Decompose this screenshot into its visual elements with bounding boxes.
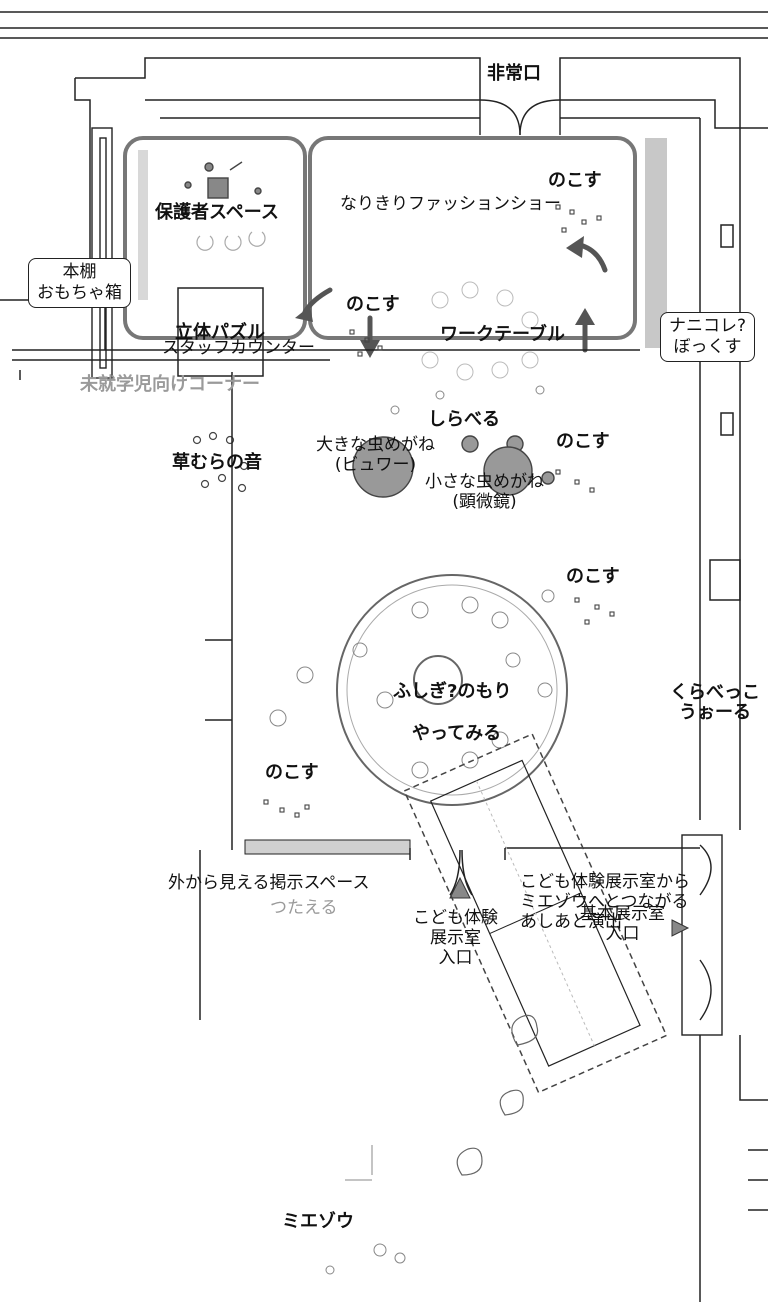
mid-left-walls <box>199 372 233 1020</box>
nokosu-scatter <box>263 204 615 818</box>
fashion-show-label: なりきりファッションショー <box>340 194 561 214</box>
notice-board <box>244 839 411 855</box>
nokosu-label-4: のこす <box>566 566 620 587</box>
forest-seats <box>269 385 555 779</box>
guardian-space-label: 保護者スペース <box>155 202 279 223</box>
main-entrance-marker <box>671 919 690 937</box>
arrow-heads <box>295 236 595 358</box>
outside-board-label: 外から見える掲示スペース <box>168 873 370 893</box>
kids-entrance-label: こども体験 展示室 入口 <box>413 908 498 968</box>
bookshelf-toybox-label: 本棚 おもちゃ箱 <box>28 258 131 308</box>
top-lines <box>0 11 768 39</box>
mystery-forest-label: ふしぎ?のもり <box>393 681 512 702</box>
shiraberu-label: しらべる <box>428 409 500 430</box>
work-table-seats <box>421 281 539 381</box>
left-bookshelf <box>91 127 113 379</box>
kids-entrance-marker <box>449 876 471 899</box>
staff-counter-label: スタッフカウンター <box>162 338 315 358</box>
kurabekko-wall-label: くらべっこ うぉーる <box>670 682 760 723</box>
puzzle-table <box>177 287 264 377</box>
big-magnifier-label: 大きな虫めがね (ビュワー) <box>316 435 435 475</box>
miezou-footprints <box>456 1014 539 1176</box>
emergency-exit-label: 非常口 <box>487 63 541 84</box>
nokosu-label-5: のこす <box>265 762 319 783</box>
investigate-room <box>308 136 637 340</box>
nokosu-label-2: のこす <box>346 294 400 315</box>
footprints-label: こども体験展示室から ミエゾウへとつながる あしあと演出 <box>520 872 690 932</box>
grass-sound-dots <box>173 431 249 493</box>
small-magnifier-label: 小さな虫めがね (顕微鏡) <box>425 472 544 512</box>
magnifier-circles <box>352 435 555 498</box>
preschool-corner-label: 未就学児向けコーナー <box>80 374 260 395</box>
work-table-label: ワークテーブル <box>440 324 565 345</box>
top-wall <box>74 57 768 260</box>
puzzle-label: 立体パズル <box>175 322 265 343</box>
miezou-platform <box>403 733 668 1094</box>
main-entrance-label: 基本展示室 入口 <box>580 904 665 944</box>
right-wall-shade <box>645 138 667 348</box>
mystery-forest <box>336 574 568 806</box>
nokosu-label-1: のこす <box>548 170 602 191</box>
path-marks <box>325 1145 406 1275</box>
nanikore-box-label: ナニコレ? ぼっくす <box>660 312 756 362</box>
nokosu-label-3: のこす <box>556 431 610 452</box>
guardian-furniture <box>184 161 262 199</box>
tsutaeru-label: つたえる <box>270 898 338 918</box>
lower-right-walls <box>699 1035 768 1302</box>
grass-sound-label: 草むらの音 <box>172 452 262 473</box>
preschool-room <box>123 136 307 340</box>
guardian-chairs <box>196 231 266 251</box>
main-hall-doors <box>681 834 723 1036</box>
yattemiru-label: やってみる <box>412 723 502 744</box>
miezou-label: ミエゾウ <box>282 1211 354 1232</box>
preschool-room-wall-shade <box>138 150 148 300</box>
emergency-exit-doors <box>479 99 561 136</box>
